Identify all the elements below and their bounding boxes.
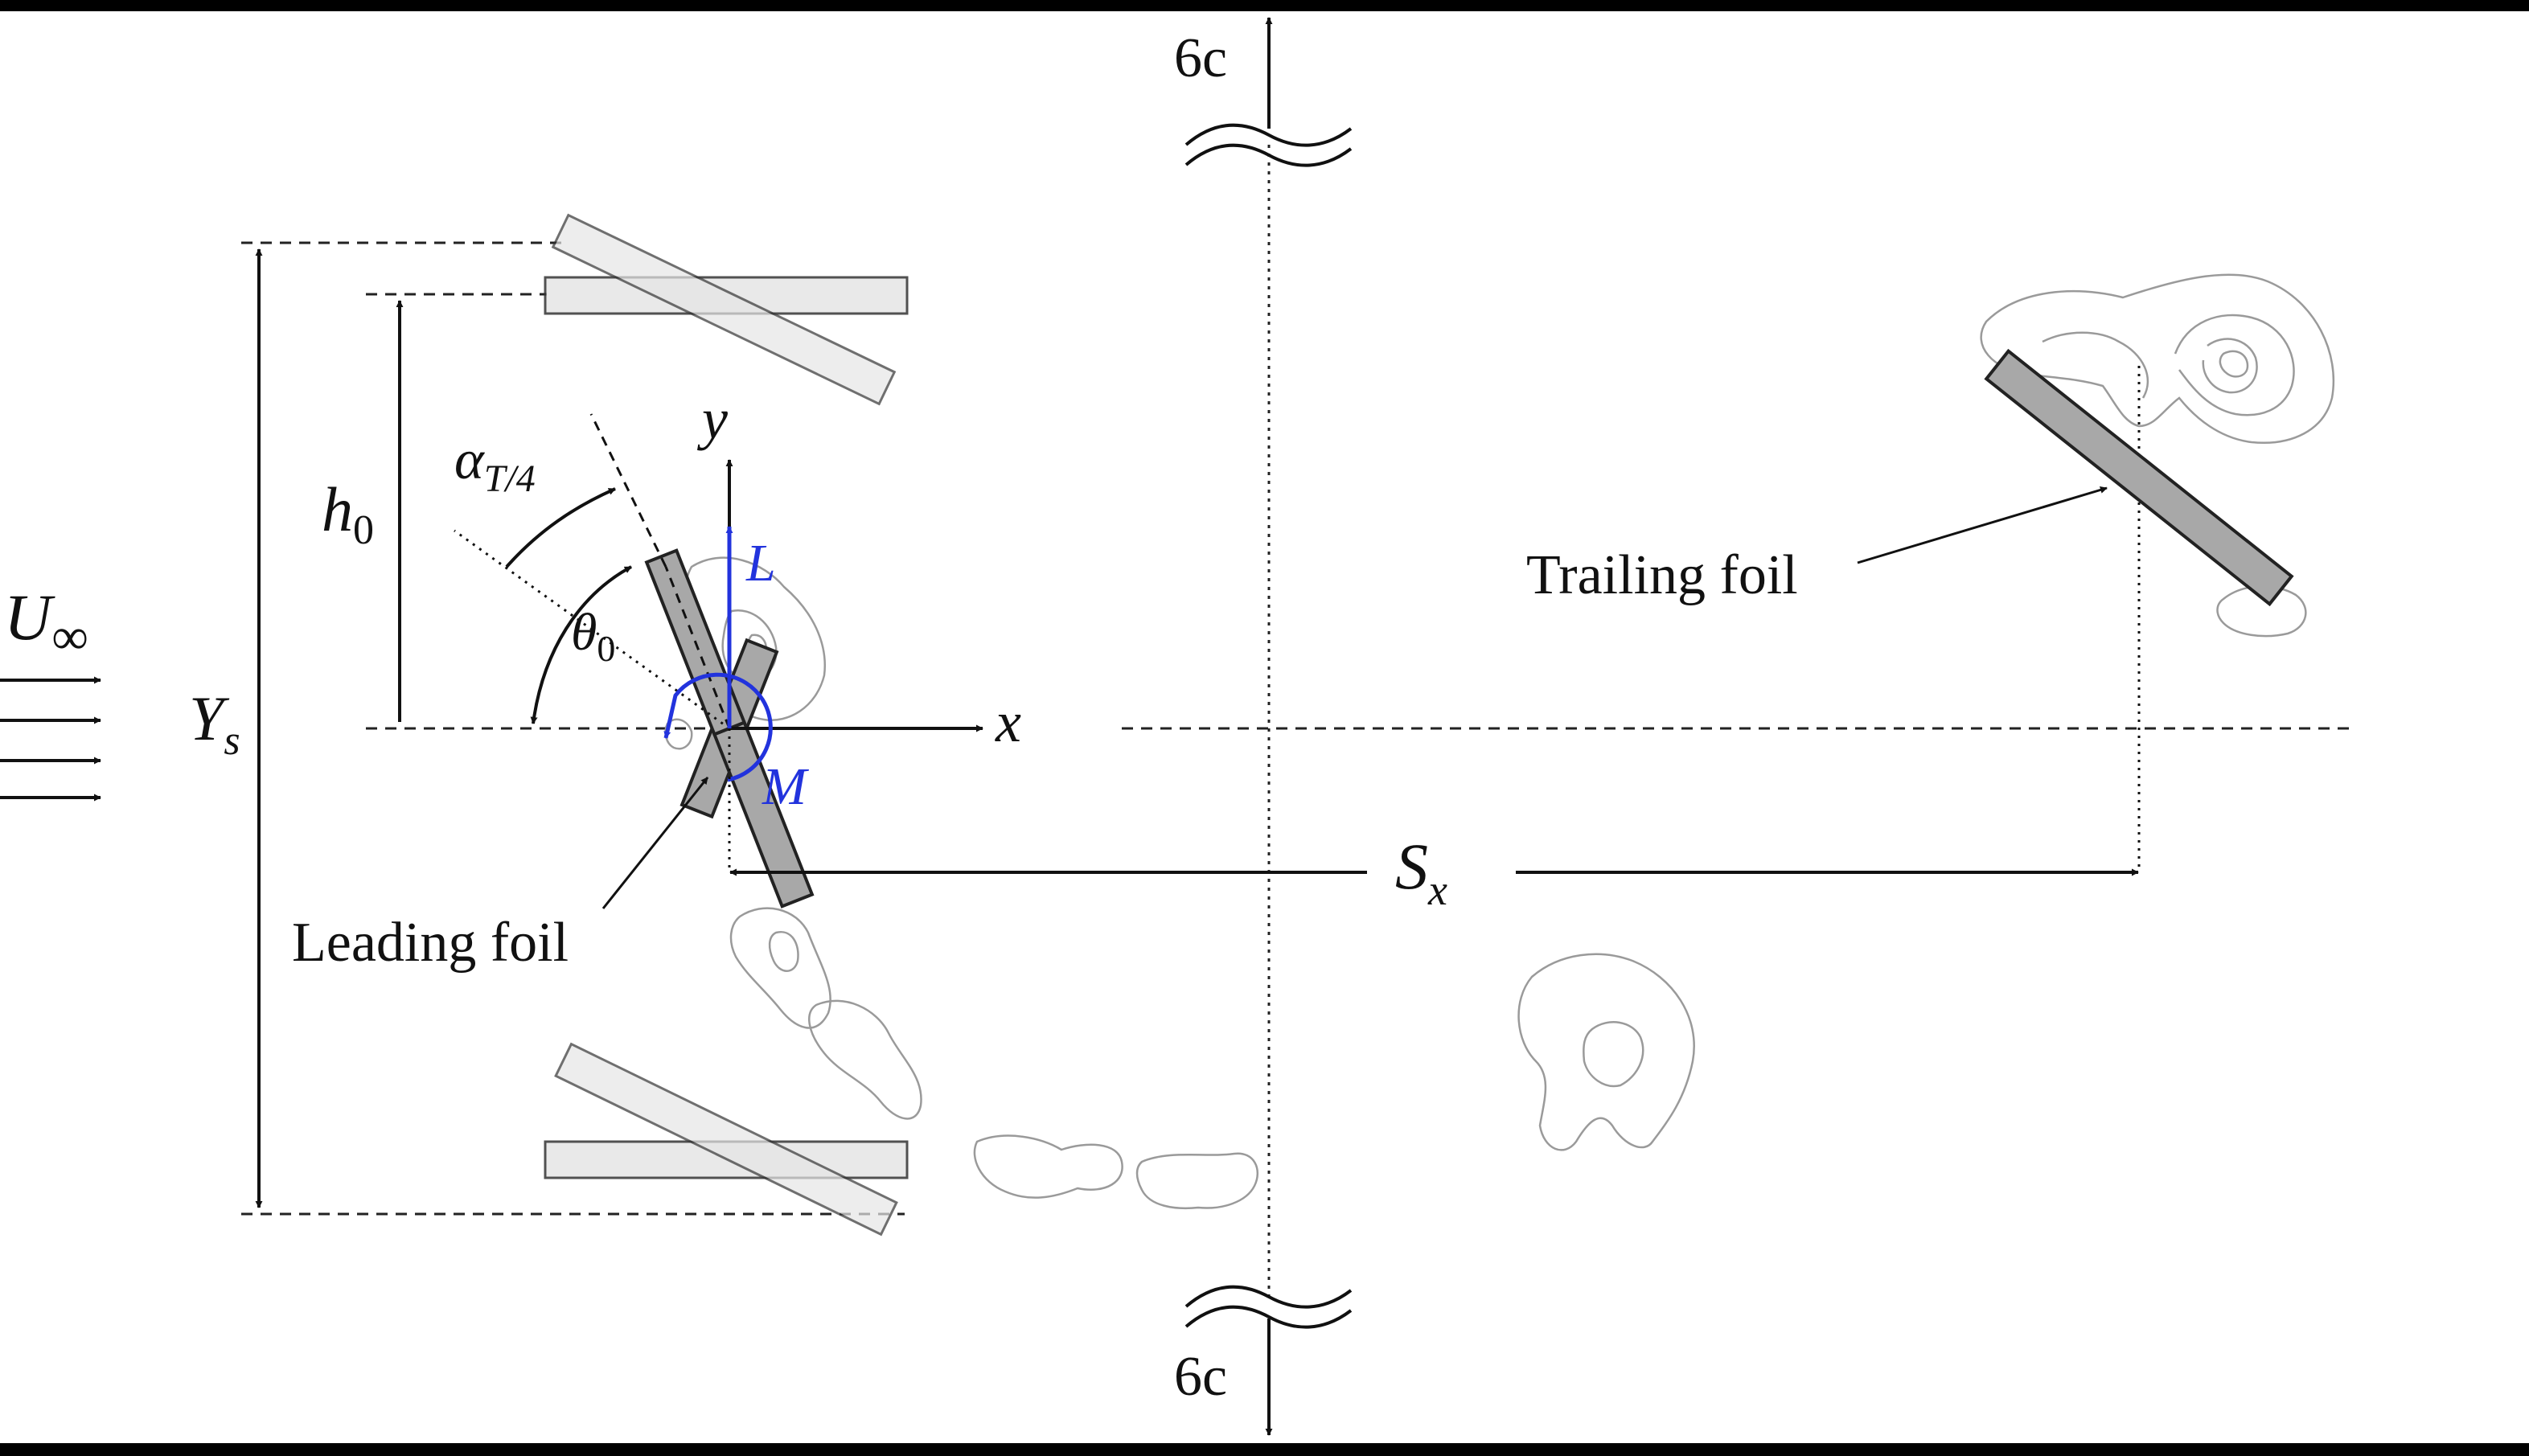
ghost-foil-top-pitched bbox=[551, 213, 897, 406]
top-wall bbox=[0, 0, 2529, 11]
spacing-label: Sx bbox=[1395, 830, 1447, 914]
ghost-foil-bottom-pitched bbox=[554, 1042, 898, 1237]
moment-label: M bbox=[762, 757, 810, 816]
swept-extent-label: Ys bbox=[189, 683, 240, 764]
leading-foil-label: Leading foil bbox=[292, 912, 569, 974]
top-extent-label: 6c bbox=[1174, 27, 1227, 89]
mid-wake-vortex bbox=[1517, 953, 1695, 1151]
heave-amplitude-label: h0 bbox=[322, 474, 374, 553]
trailing-foil-leader bbox=[1857, 486, 2108, 564]
trailing-foil-label: Trailing foil bbox=[1526, 544, 1798, 606]
theta-label: θ0 bbox=[571, 603, 615, 669]
theta-arc bbox=[530, 565, 632, 724]
freestream-arrows bbox=[0, 676, 101, 802]
alpha-label: αT/4 bbox=[454, 429, 536, 500]
trailing-wake-vortices bbox=[1980, 273, 2335, 638]
bottom-extent-label: 6c bbox=[1174, 1346, 1227, 1408]
moment-arrow bbox=[663, 672, 773, 782]
leading-foil-leader bbox=[601, 777, 709, 909]
leading-foil-chord-dash bbox=[664, 566, 731, 729]
freestream-label: U∞ bbox=[4, 580, 88, 665]
y-axis-label: y bbox=[696, 387, 728, 451]
trailing-foil bbox=[1984, 348, 2294, 607]
alpha-arc bbox=[505, 487, 616, 568]
x-axis-label: x bbox=[995, 690, 1021, 754]
top-break-mark bbox=[1184, 123, 1353, 167]
lift-label: L bbox=[745, 534, 776, 593]
bottom-wall bbox=[0, 1443, 2529, 1456]
bottom-break-mark bbox=[1184, 1285, 1353, 1329]
pitch-reference-dashed bbox=[589, 413, 667, 568]
